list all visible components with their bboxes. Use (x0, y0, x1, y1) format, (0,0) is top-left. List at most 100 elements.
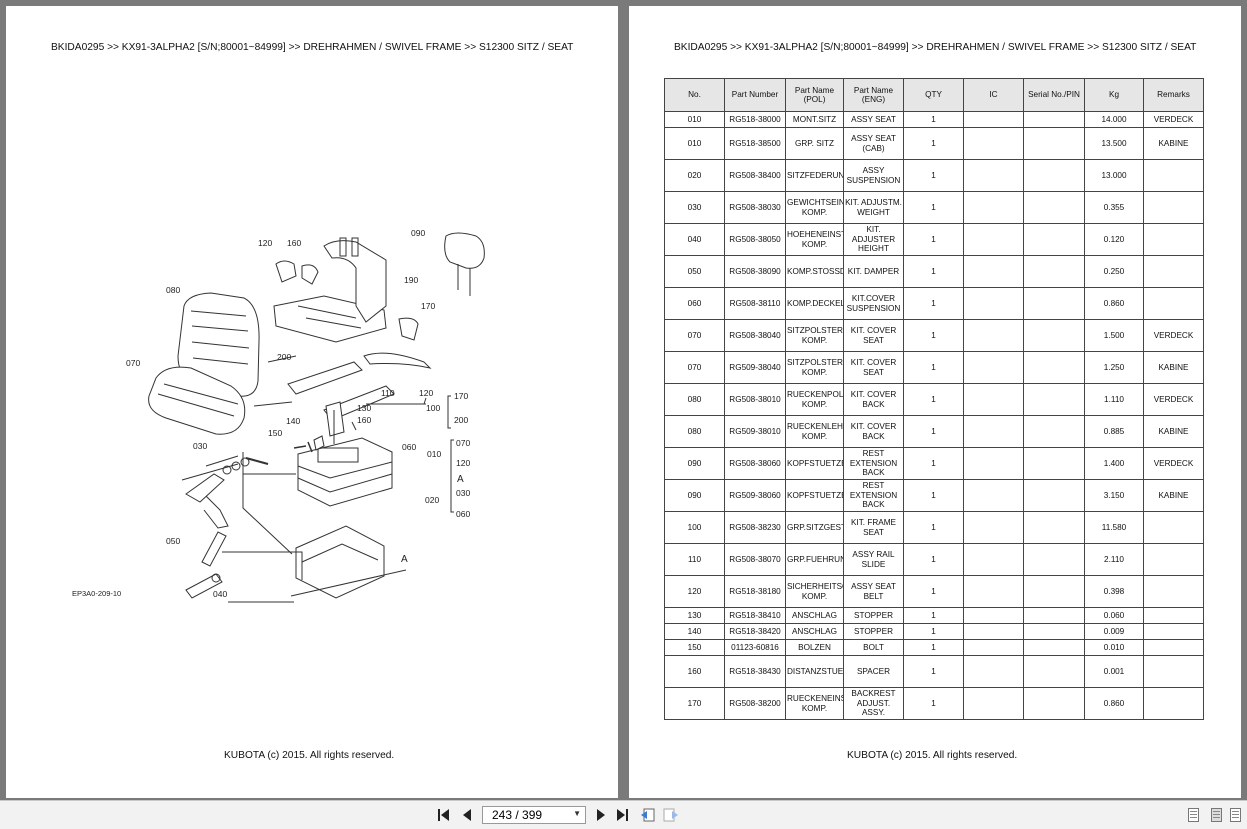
next-page-icon[interactable] (595, 808, 609, 822)
cell-qty: 1 (903, 127, 964, 160)
cell-ic (963, 639, 1024, 656)
cell-kg: 13.500 (1084, 127, 1144, 160)
cell-name-pol: SITZPOLSTER KOMP. (785, 351, 844, 384)
cell-no: 030 (664, 191, 725, 224)
cell-remarks (1143, 639, 1204, 656)
cell-part-number: RG518-38430 (724, 655, 786, 688)
cell-ic (963, 623, 1024, 640)
cell-name-pol: SITZPOLSTER KOMP. (785, 319, 844, 352)
cell-qty: 1 (903, 623, 964, 640)
callout-020: 020 (425, 495, 439, 505)
cell-name-eng: KIT. COVER BACK (843, 383, 904, 416)
cell-part-number: RG508-38200 (724, 687, 786, 720)
first-page-icon[interactable] (438, 808, 452, 822)
single-page-view-icon[interactable] (1188, 808, 1199, 822)
cell-part-number: RG509-38060 (724, 479, 786, 512)
cell-no: 060 (664, 287, 725, 320)
cell-kg: 0.885 (1084, 415, 1144, 448)
exploded-parts-diagram: 120 160 090 190 170 080 200 070 110 120 … (72, 228, 485, 603)
callout-170-right: 170 (454, 391, 468, 401)
cell-kg: 0.860 (1084, 287, 1144, 320)
callout-090: 090 (411, 228, 425, 238)
cell-kg: 1.250 (1084, 351, 1144, 384)
cell-remarks: KABINE (1143, 351, 1204, 384)
callout-040: 040 (213, 589, 227, 599)
go-back-icon[interactable] (640, 808, 655, 822)
cell-no: 090 (664, 479, 725, 512)
col-header-serial: Serial No./PIN (1023, 78, 1085, 112)
viewer-toolbar: 243 / 399 ▼ (0, 800, 1247, 829)
cell-kg: 0.398 (1084, 575, 1144, 608)
last-page-icon[interactable] (617, 808, 631, 822)
cell-name-eng: REST EXTENSION BACK (843, 447, 904, 480)
cell-no: 010 (664, 111, 725, 128)
cell-remarks: VERDECK (1143, 383, 1204, 416)
cell-ic (963, 415, 1024, 448)
cell-kg: 0.860 (1084, 687, 1144, 720)
go-forward-icon[interactable] (663, 808, 678, 822)
cell-name-pol: SICHERHEITSGURT KOMP. (785, 575, 844, 608)
cell-serial (1023, 639, 1085, 656)
cell-part-number: RG518-38500 (724, 127, 786, 160)
cell-qty: 1 (903, 607, 964, 624)
table-header-row: No. Part Number Part Name (POL) Part Nam… (664, 78, 1204, 112)
cell-kg: 0.060 (1084, 607, 1144, 624)
cell-qty: 1 (903, 415, 964, 448)
callout-120-far-right: 120 (456, 458, 470, 468)
col-header-ic: IC (963, 78, 1024, 112)
cell-remarks (1143, 607, 1204, 624)
cell-part-number: RG518-38180 (724, 575, 786, 608)
cell-part-number: RG508-38400 (724, 159, 786, 192)
cell-part-number: RG508-38040 (724, 319, 786, 352)
callout-160-lower: 160 (357, 415, 371, 425)
cell-ic (963, 111, 1024, 128)
cell-kg: 0.250 (1084, 255, 1144, 288)
cell-part-number: RG518-38410 (724, 607, 786, 624)
cell-remarks: VERDECK (1143, 319, 1204, 352)
cell-name-pol: DISTANZSTUECK (785, 655, 844, 688)
cell-serial (1023, 351, 1085, 384)
prev-page-icon[interactable] (461, 808, 475, 822)
page-number-select[interactable]: 243 / 399 ▼ (482, 806, 586, 824)
cell-no: 120 (664, 575, 725, 608)
callout-120: 120 (258, 238, 272, 248)
callout-160: 160 (287, 238, 301, 248)
cell-ic (963, 655, 1024, 688)
cell-name-eng: ASSY SEAT (CAB) (843, 127, 904, 160)
cell-name-pol: KOPFSTUETZE (785, 447, 844, 480)
cell-ic (963, 383, 1024, 416)
cell-name-eng: STOPPER (843, 607, 904, 624)
cell-name-eng: ASSY SEAT (843, 111, 904, 128)
cell-part-number: RG508-38010 (724, 383, 786, 416)
cell-name-pol: ANSCHLAG (785, 607, 844, 624)
continuous-view-icon[interactable] (1230, 808, 1241, 822)
cell-name-eng: STOPPER (843, 623, 904, 640)
callout-200-right: 200 (454, 415, 468, 425)
cell-remarks (1143, 255, 1204, 288)
cell-remarks: KABINE (1143, 479, 1204, 512)
facing-view-icon[interactable] (1211, 808, 1222, 822)
cell-name-pol: RUECKENPOLSTER KOMP. (785, 383, 844, 416)
callout-050: 050 (166, 536, 180, 546)
cell-qty: 1 (903, 255, 964, 288)
cell-no: 130 (664, 607, 725, 624)
cell-qty: 1 (903, 639, 964, 656)
cell-name-pol: KOMP.DECKEL (785, 287, 844, 320)
cell-remarks (1143, 687, 1204, 720)
cell-name-pol: RUECKENEINSTELLUNG KOMP. (785, 687, 844, 720)
callout-010: 010 (427, 449, 441, 459)
cell-serial (1023, 287, 1085, 320)
cell-part-number: RG509-38040 (724, 351, 786, 384)
cell-name-pol: GRP.SITZGESTELL (785, 511, 844, 544)
cell-name-pol: GEWICHTSEINSTELLUNG KOMP. (785, 191, 844, 224)
cell-remarks (1143, 575, 1204, 608)
copyright-footer: KUBOTA (c) 2015. All rights reserved. (847, 750, 1018, 761)
cell-name-pol: GRP. SITZ (785, 127, 844, 160)
